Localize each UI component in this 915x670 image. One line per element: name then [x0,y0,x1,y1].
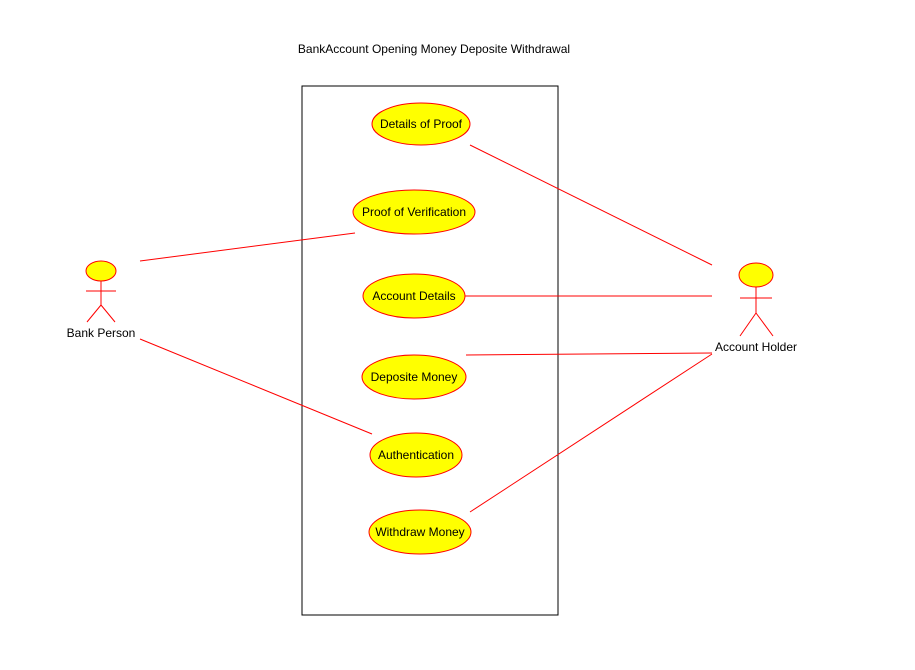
use-case-label: Account Details [372,289,455,303]
association-account-holder-details-of-proof [469,144,713,266]
use-case-label: Deposite Money [371,370,458,384]
use-case-withdraw-money[interactable]: Withdraw Money [368,509,472,555]
actor-name: Bank Person [67,326,136,340]
actor-head-icon [85,260,117,282]
actor-right-leg [100,304,116,323]
use-case-ellipse[interactable] [361,354,467,400]
actor-right-leg [755,312,774,337]
actor-bank-person[interactable]: Bank Person [67,260,136,340]
association-account-holder-deposite-money [465,352,713,356]
use-case-ellipse[interactable] [352,189,476,235]
use-case-label: Withdraw Money [375,525,464,539]
use-case-label: Proof of Verification [362,205,466,219]
use-case-ellipse[interactable] [368,509,472,555]
actor-head-icon [738,262,774,288]
use-case-deposite-money[interactable]: Deposite Money [361,354,467,400]
use-case-proof-of-verification[interactable]: Proof of Verification [352,189,476,235]
actor-left-leg [86,304,102,323]
use-case-ellipse[interactable] [371,102,471,146]
actor-name: Account Holder [715,340,797,354]
association-bank-person-proof-of-verification [139,232,356,262]
actor-account-holder[interactable]: Account Holder [715,262,797,354]
use-case-label: Authentication [378,448,454,462]
use-case-authentication[interactable]: Authentication [369,432,463,478]
use-case-account-details[interactable]: Account Details [362,273,466,319]
actor-left-leg [739,312,757,337]
use-case-details-of-proof[interactable]: Details of Proof [371,102,471,146]
diagram-title: BankAccount Opening Money Deposite Withd… [298,42,570,56]
use-case-ellipse[interactable] [362,273,466,319]
association-account-holder-withdraw-money [469,353,713,513]
association-bank-person-authentication [139,338,373,435]
use-case-label: Details of Proof [380,117,463,131]
use-case-ellipse[interactable] [369,432,463,478]
